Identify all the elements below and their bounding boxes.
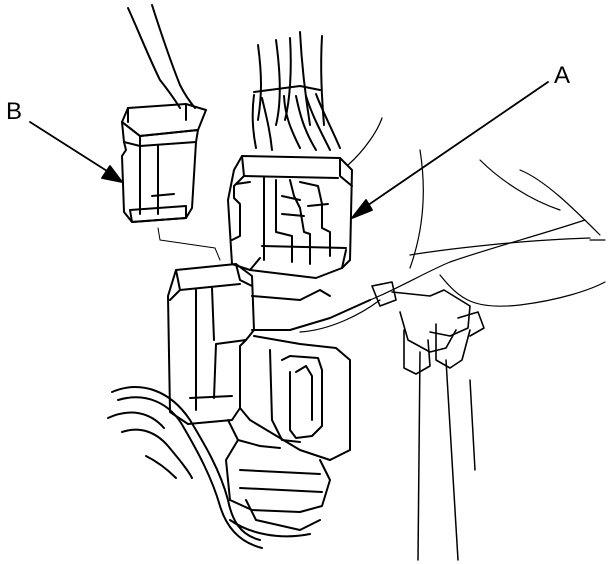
mounting-clip: [372, 282, 484, 374]
cable-lower-left: [108, 387, 310, 548]
callout-arrow-a: [352, 82, 548, 218]
vertical-pipe: [418, 352, 475, 560]
connector-a: [228, 156, 352, 278]
body-panel-outline: [300, 118, 605, 332]
callout-label-a: A: [554, 62, 571, 89]
callout-arrow-b: [30, 122, 122, 182]
link-line: [158, 228, 220, 260]
wires-b: [128, 5, 195, 108]
wires-a: [253, 32, 340, 150]
lower-harness: [168, 264, 370, 530]
connector-b: [122, 104, 206, 222]
callout-label-b: B: [6, 98, 23, 125]
